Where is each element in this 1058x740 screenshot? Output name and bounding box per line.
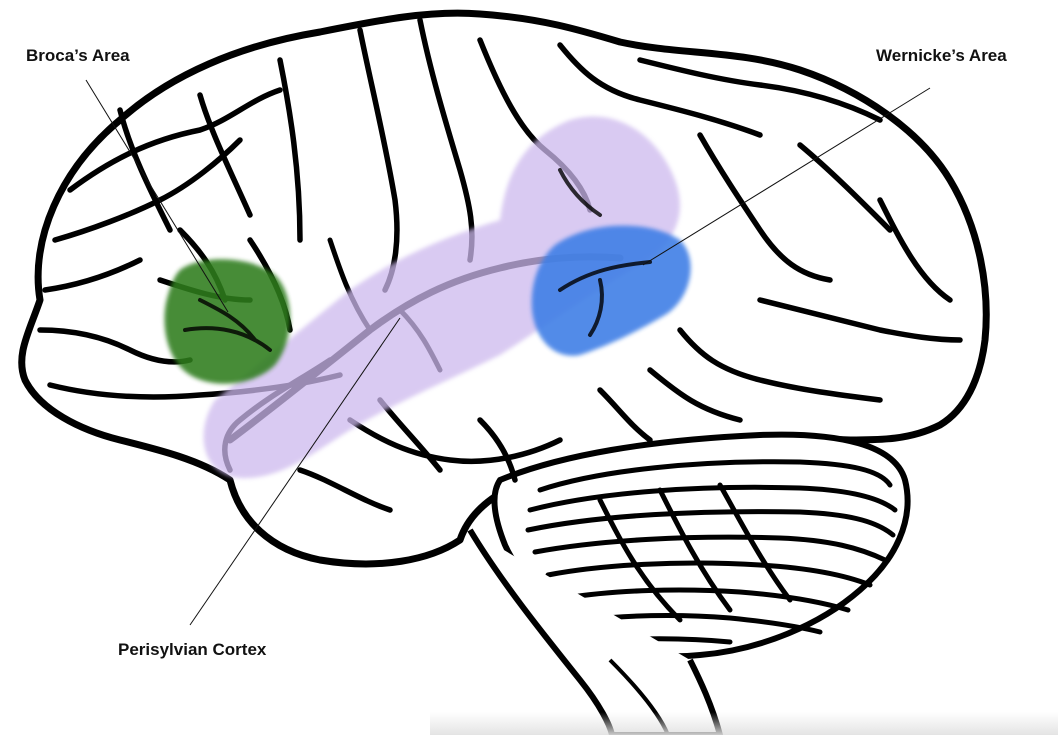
broca-region xyxy=(164,259,290,384)
region-folds xyxy=(183,168,652,352)
wernicke-area-label: Wernicke’s Area xyxy=(876,46,1007,65)
leader-lines xyxy=(85,79,931,626)
perisylvian-region xyxy=(203,116,680,479)
wernicke-leader-line xyxy=(642,87,931,266)
wernicke-region xyxy=(531,225,691,356)
perisylvian-leader-line xyxy=(189,317,401,626)
broca-area-label: Broca’s Area xyxy=(26,46,130,65)
bottom-shadow xyxy=(430,712,1058,735)
perisylvian-cortex-label: Perisylvian Cortex xyxy=(118,640,267,659)
brainstem-outline xyxy=(467,528,723,738)
broca-leader-line xyxy=(85,79,229,313)
